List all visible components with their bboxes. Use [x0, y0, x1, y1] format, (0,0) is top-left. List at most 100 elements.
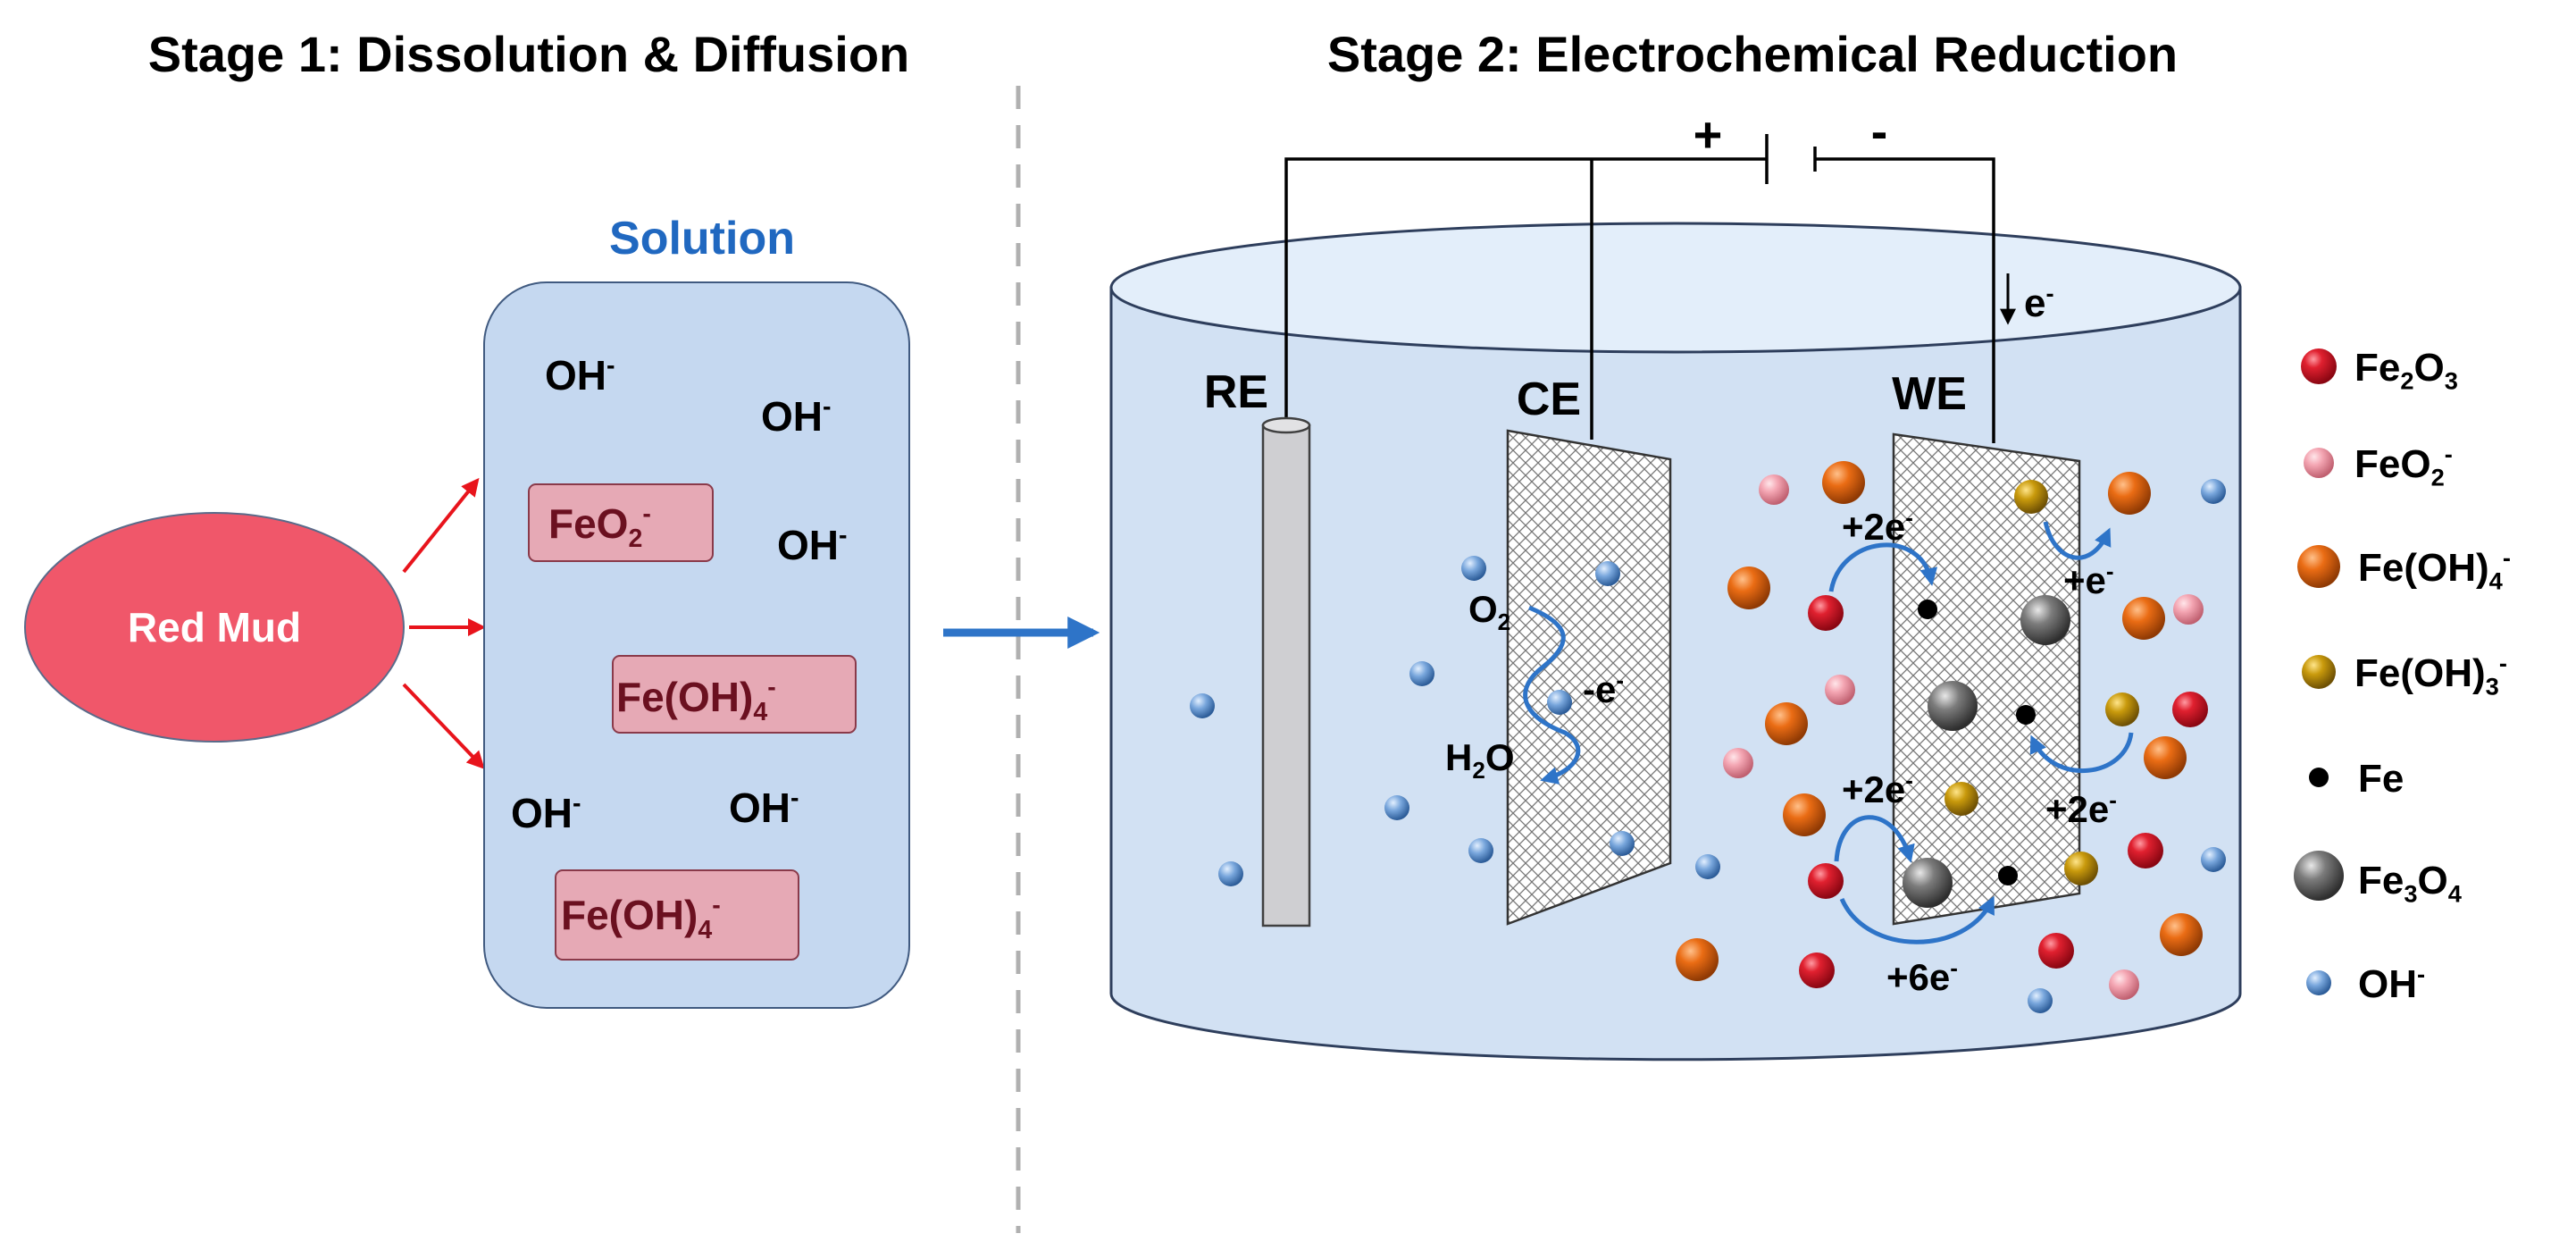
diffusion-arrow-down: [402, 683, 485, 769]
battery-minus: -: [1871, 103, 1888, 159]
feoh4-sphere: [2108, 472, 2151, 515]
hydroxide-particles: [1190, 479, 2226, 1013]
feoh4-sphere: [2160, 913, 2203, 956]
ion-label: OH-: [545, 352, 615, 399]
blue-sphere-icon: [2306, 970, 2331, 995]
ce-electrons: -e-: [1583, 667, 1624, 710]
we-arrow: [2029, 732, 2134, 773]
we-label: WE: [1892, 368, 1967, 420]
feoh4-box-2: [555, 869, 799, 961]
red-mud-ellipse: [24, 512, 405, 743]
orange-sphere-icon: [2297, 545, 2340, 588]
oh-sphere: [1595, 561, 1620, 586]
ce-reaction: O2 -e- H2O: [1445, 588, 1624, 785]
oh-sphere: [1695, 854, 1720, 879]
feoh3-sphere: [2105, 692, 2139, 726]
legend: Fe2O3 FeO2- Fe(OH)4- Fe(OH)3- Fe Fe3O4 O…: [2294, 346, 2511, 1006]
pink-sphere-icon: [2304, 448, 2334, 478]
feo2-sphere: [1723, 748, 1753, 778]
feoh4-sphere: [1727, 566, 1770, 609]
feoh4-sphere: [1822, 461, 1865, 504]
fe2o3-sphere: [1808, 595, 1844, 631]
feoh4-sphere: [1765, 702, 1808, 745]
we-arrow: [1828, 542, 1938, 592]
ce-label: CE: [1517, 373, 1581, 425]
oh-sphere: [1468, 838, 1493, 863]
oh-sphere: [2028, 988, 2053, 1013]
we-arrow: [2043, 521, 2112, 560]
red-sphere-icon: [2301, 348, 2337, 384]
ce-reactant: O2: [1468, 588, 1510, 635]
feo2-sphere: [1759, 474, 1789, 505]
oh-sphere: [1547, 690, 1572, 715]
we-transfer-label: +e-: [2063, 558, 2114, 601]
solution-label: Solution: [609, 213, 795, 264]
oh-sphere: [2201, 847, 2226, 872]
stage1-title: Stage 1: Dissolution & Diffusion: [148, 26, 909, 82]
counter-electrode-mesh: [1506, 429, 1672, 926]
oh-sphere: [1610, 831, 1635, 856]
diffusion-arrows: [402, 477, 486, 769]
legend-label: Fe3O4: [2358, 859, 2463, 908]
we-arrow: [1839, 895, 1995, 944]
feoh4-sphere: [1783, 793, 1826, 836]
feoh3-sphere: [2014, 480, 2048, 514]
ce-reaction-arrow: [1523, 605, 1581, 785]
feoh4-sphere: [2144, 736, 2187, 779]
electron-flow-label: e-: [2024, 279, 2054, 325]
ion-label: Fe(OH)4-: [616, 674, 776, 727]
ion-label: OH-: [777, 522, 848, 568]
fe2o3-sphere: [1799, 952, 1835, 988]
fe3o4-sphere: [1928, 681, 1978, 731]
ion-label: FeO2-: [548, 500, 651, 554]
legend-label: Fe(OH)3-: [2354, 649, 2507, 700]
feoh4-sphere: [1676, 938, 1719, 981]
we-transfer-label: +2e-: [1842, 767, 1913, 810]
black-dot-icon: [2309, 768, 2329, 787]
legend-label: Fe(OH)4-: [2358, 543, 2511, 594]
oh-sphere: [1190, 693, 1215, 718]
ion-label: OH-: [511, 790, 581, 836]
legend-label: FeO2-: [2354, 440, 2453, 491]
oh-sphere: [1409, 661, 1434, 686]
feoh3-sphere: [2064, 852, 2098, 885]
fe3o4-sphere: [1903, 858, 1953, 908]
ion-label: Fe(OH)4-: [561, 892, 721, 945]
reference-electrode: [1261, 416, 1311, 927]
oh-sphere: [2201, 479, 2226, 504]
fe2o3-sphere: [2038, 933, 2074, 969]
stage2-panel: Stage 2: Electrochemical Reduction + - e…: [1109, 26, 2242, 1062]
red-mud-label: Red Mud: [128, 604, 301, 650]
fe-dot: [2016, 705, 2036, 725]
fe2o3-sphere: [2128, 833, 2163, 869]
fe-dot: [1998, 866, 2018, 885]
ce-product: H2O: [1445, 736, 1515, 784]
ion-label: OH-: [729, 785, 799, 831]
we-arrow: [1834, 815, 1915, 863]
grey-sphere-icon: [2294, 851, 2344, 901]
solution-box: [483, 281, 910, 1009]
we-reactions: [1828, 521, 2134, 944]
cell-cylinder-top: [1109, 222, 2242, 354]
stage1-panel: Stage 1: Dissolution & Diffusion Red Mud…: [24, 26, 910, 1009]
legend-label: OH-: [2358, 960, 2425, 1006]
working-electrode-mesh: [1892, 432, 2081, 926]
fe2o3-sphere: [2172, 692, 2208, 727]
battery-plus: +: [1694, 106, 1723, 163]
feoh3-sphere: [1945, 782, 1978, 816]
oh-sphere: [1461, 556, 1486, 581]
we-transfer-label: +6e-: [1886, 954, 1958, 998]
feo2-sphere: [2173, 594, 2204, 625]
ion-label: OH-: [761, 393, 832, 440]
re-label: RE: [1204, 366, 1268, 418]
circuit-wires: [1284, 134, 1995, 443]
iron-species-particles: [1676, 461, 2208, 1000]
we-transfer-label: +2e-: [1842, 504, 1913, 548]
stage2-title: Stage 2: Electrochemical Reduction: [1327, 26, 2178, 82]
legend-label: Fe: [2358, 757, 2404, 801]
feo2-box: [528, 483, 714, 562]
feo2-sphere: [1825, 675, 1855, 705]
feo2-sphere: [2109, 969, 2139, 1000]
fe3o4-sphere: [2020, 595, 2070, 645]
oh-sphere: [1218, 861, 1243, 886]
